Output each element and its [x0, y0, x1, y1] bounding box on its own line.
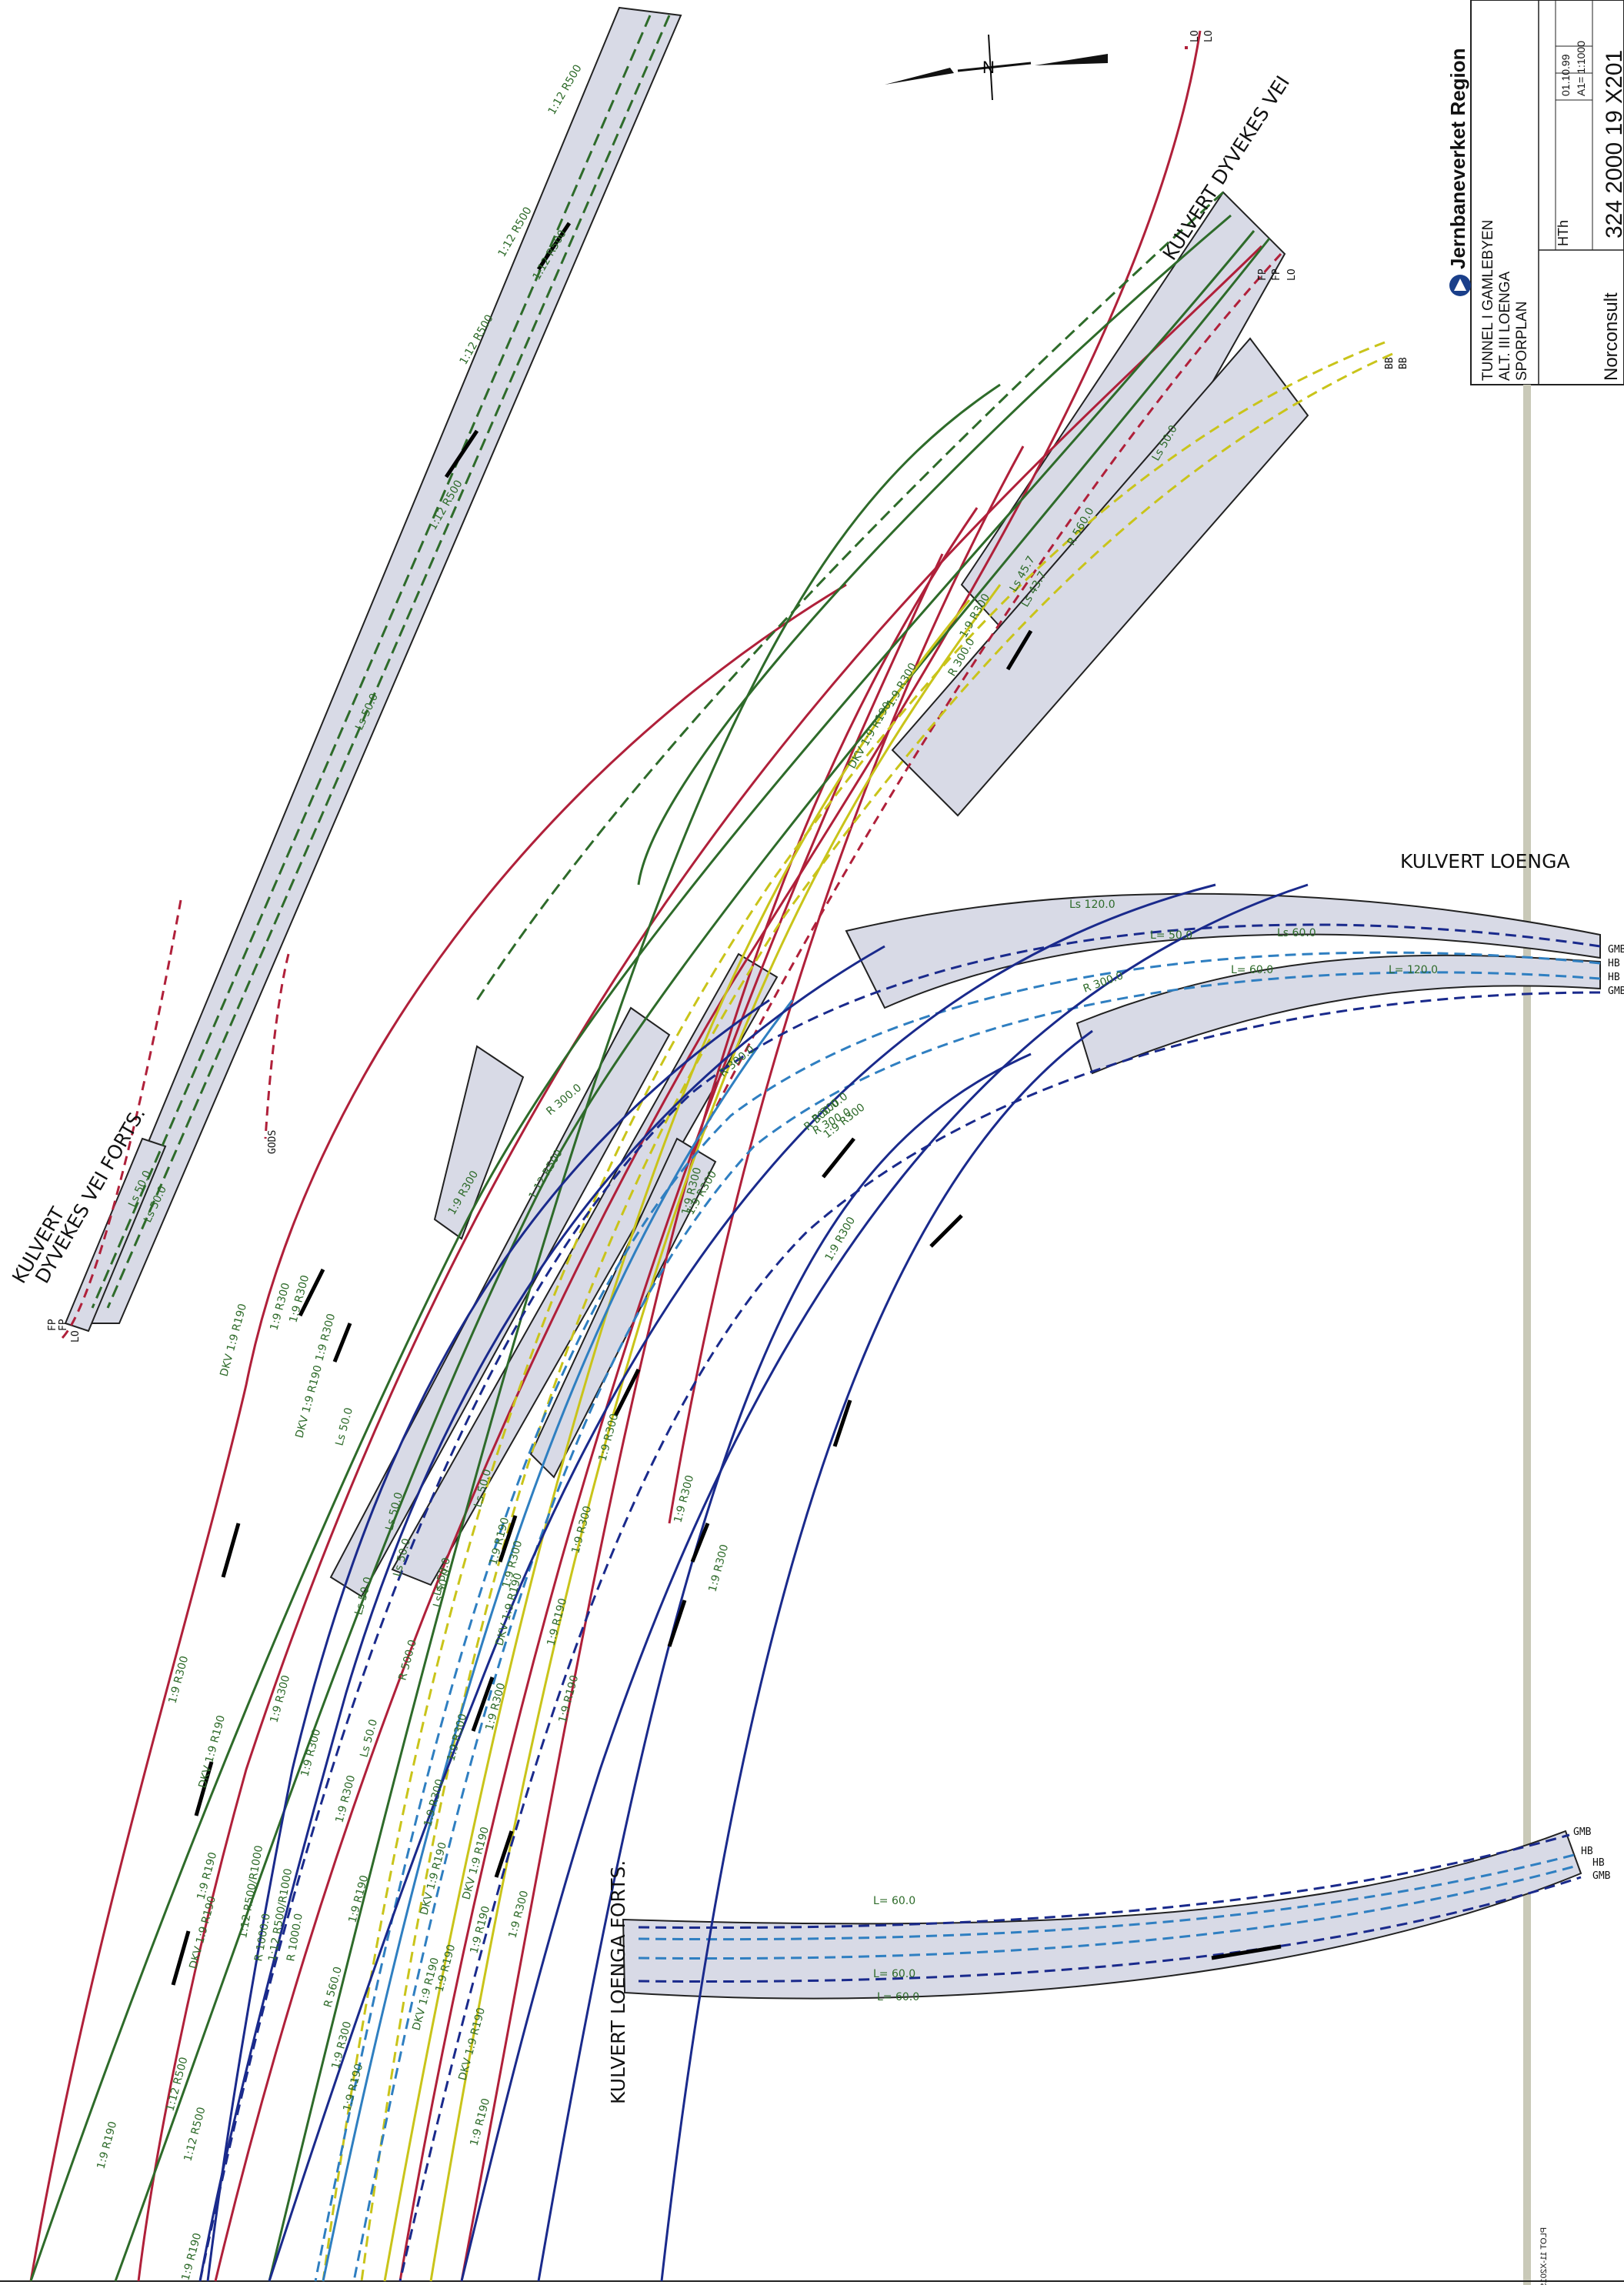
geom-label: 1:9 R300	[823, 1215, 859, 1263]
title-block: Jernbaneverket Region TUNNEL I GAMLEBYEN…	[1446, 0, 1624, 385]
geom-label: 1:9 R300	[268, 1674, 292, 1724]
geom-label: 1:9 R190	[556, 1674, 581, 1724]
track-end-fp-1: FP	[1257, 269, 1269, 281]
track-end-lo-3: LO	[1286, 269, 1298, 281]
central-corridor	[329, 1006, 671, 1598]
track-end-fp-2: FP	[1271, 269, 1282, 281]
track-end-lo-4: LO	[70, 1330, 82, 1343]
fp-tracks	[29, 15, 1271, 2282]
track-end-fp-3: FP	[47, 1319, 58, 1331]
upper-track-corridor	[72, 6, 682, 1324]
track-end-gmb-4: GMB	[1592, 1870, 1611, 1882]
geom-label: DKV 1:9 R190	[456, 2006, 488, 2082]
geom-label: 1:12 R500	[182, 2106, 208, 2163]
track-end-bb-1: BB	[1384, 357, 1396, 369]
title-project-line-3: SPORPLAN	[1514, 302, 1530, 381]
geom-label: 1:9 R300	[329, 2020, 354, 2070]
geom-label: 1:9 R300	[706, 1543, 731, 1593]
north-label: N	[982, 58, 995, 77]
plot-id: PLOT 11-X201S01	[1539, 2227, 1549, 2285]
hb-tracks	[314, 951, 1601, 2282]
geom-label: 1:9 R190	[95, 2120, 119, 2170]
track-end-lo-2: LO	[1203, 30, 1215, 42]
track-color-swatches	[1185, 46, 1188, 49]
geom-label: Ls 50.0	[333, 1406, 355, 1447]
geom-label: Ls 120.0	[1069, 899, 1115, 911]
geom-label: DKV 1:9 R190	[293, 1364, 325, 1439]
geom-label: L= 120.0	[1389, 964, 1438, 976]
north-arrow-icon: N	[885, 34, 1108, 101]
title-consultant: Norconsult	[1601, 292, 1622, 381]
left-corridor	[433, 1045, 525, 1240]
title-date: 01.10.99	[1559, 54, 1572, 96]
geom-label: 1:9 R300	[333, 1774, 358, 1824]
title-project-line-1: TUNNEL I GAMLEBYEN	[1480, 220, 1496, 381]
geom-label: L= 60.0	[873, 1968, 915, 1980]
geom-label: 1:9 R190	[195, 1851, 219, 1901]
track-end-lo-1: LO	[1189, 30, 1201, 42]
track-end-gmb-1: GMB	[1608, 944, 1624, 956]
geom-label: DKV 1:9 R190	[218, 1303, 249, 1378]
track-end-hb-1: HB	[1608, 958, 1620, 969]
left-corridor-2	[529, 1137, 717, 1479]
track-end-fp-4: FP	[58, 1319, 69, 1331]
lo-tracks	[29, 30, 1282, 2282]
title-initials: HTh	[1556, 220, 1571, 246]
geom-label: 1:9 R300	[569, 1505, 594, 1555]
geom-label: Ls 60.0	[1277, 927, 1316, 939]
label-kulvert-loenga-forts: KULVERT LOENGA FORTS.	[607, 1860, 629, 2104]
track-end-hb-4: HB	[1592, 1857, 1605, 1869]
loenga-forts-culvert	[622, 1830, 1582, 2000]
swatch-lo	[1185, 46, 1188, 49]
geom-label: L= 60.0	[877, 1991, 919, 2003]
geom-label: 1:9 R300	[445, 1713, 469, 1763]
geom-label: L= 60.0	[1231, 964, 1273, 976]
geom-label: 1:9 R190	[346, 1874, 371, 1924]
track-end-hb-3: HB	[1581, 1846, 1593, 1857]
geom-label: DKV 1:9 R190	[187, 1895, 218, 1970]
title-scale: A1= 1:1000	[1575, 41, 1587, 96]
geom-label: L= 50.0	[1150, 929, 1192, 942]
culvert-shading	[64, 6, 1601, 2000]
geom-label: DKV 1:9 R190	[196, 1714, 228, 1790]
track-end-bb-2: BB	[1398, 357, 1409, 369]
track-end-labels: LO LO FP FP LO BB BB GMB HB HB GMB GMB H…	[47, 30, 1624, 1882]
title-drawing-number: 324 2000 19 X201	[1602, 50, 1624, 239]
track-end-gmb-2: GMB	[1608, 986, 1624, 997]
title-organization: Jernbaneverket Region	[1446, 48, 1469, 269]
title-project-line-2: ALT. III LOENGA	[1497, 271, 1513, 381]
loenga-culvert-lower	[1075, 954, 1601, 1075]
geom-label: L= 60.0	[873, 1895, 915, 1907]
gmb-tracks	[198, 883, 1601, 2282]
dyvekes-culvert-yellow	[891, 337, 1309, 817]
geom-label: R 1000.0	[285, 1913, 305, 1963]
geom-label: 1:9 R300	[313, 1313, 338, 1363]
track-end-gods: GODS	[267, 1130, 278, 1154]
geom-label: 1:9 R300	[298, 1728, 323, 1778]
track-end-hb-2: HB	[1608, 972, 1620, 983]
geom-label: R 500.0	[396, 1638, 419, 1682]
track-end-gmb-3: GMB	[1573, 1826, 1592, 1838]
switch-markers	[171, 222, 1282, 1986]
bb-tracks	[322, 341, 1393, 2282]
label-kulvert-loenga: KULVERT LOENGA	[1400, 850, 1570, 872]
